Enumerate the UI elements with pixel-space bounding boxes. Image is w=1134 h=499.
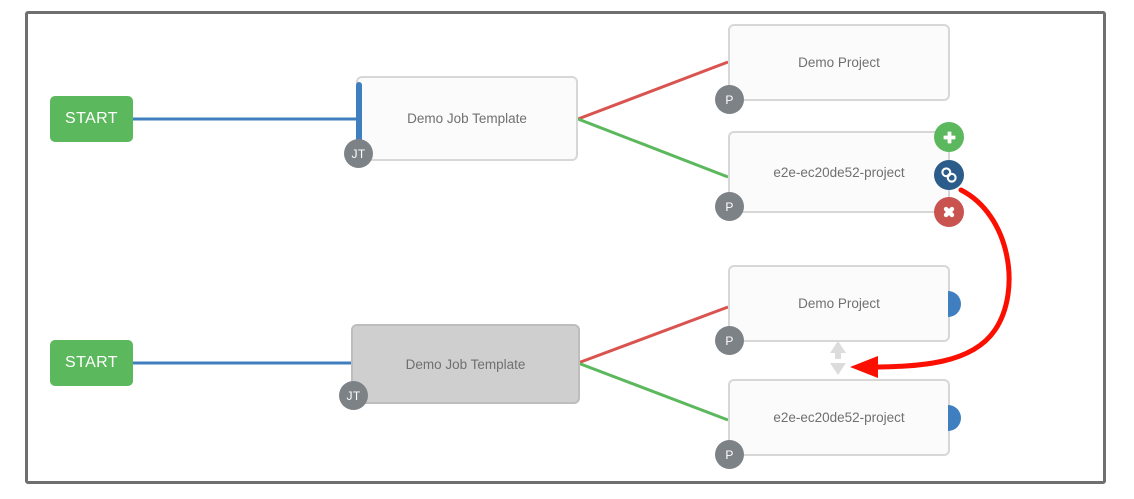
node-edge-handle-e2e-project[interactable]	[948, 405, 961, 431]
delete-node-button[interactable]	[934, 197, 964, 227]
badge-text: P	[725, 333, 734, 348]
badge-text: P	[725, 447, 734, 462]
link-node-button[interactable]	[934, 160, 964, 190]
badge-e2e-project-bottom: P	[715, 440, 744, 469]
badge-job-template-bottom: JT	[339, 381, 368, 410]
badge-text: P	[725, 92, 734, 107]
node-e2e-project-top[interactable]: e2e-ec20de52-project	[728, 131, 950, 213]
node-label: Demo Job Template	[407, 111, 527, 126]
node-label: e2e-ec20de52-project	[773, 410, 905, 425]
badge-e2e-project-top: P	[715, 192, 744, 221]
node-label: Demo Project	[798, 55, 880, 70]
plus-icon	[941, 129, 958, 146]
node-label: Demo Job Template	[405, 356, 526, 372]
node-demo-project-top[interactable]: Demo Project	[728, 24, 950, 101]
node-job-template-bottom[interactable]: Demo Job Template	[351, 324, 580, 404]
node-label: Demo Project	[798, 296, 880, 311]
start-node-label: START	[65, 354, 118, 371]
badge-text: P	[725, 199, 734, 214]
node-job-template-top[interactable]: Demo Job Template	[356, 76, 578, 161]
node-demo-project-bottom[interactable]: Demo Project	[728, 265, 950, 342]
badge-demo-project-bottom: P	[715, 326, 744, 355]
badge-text: JT	[351, 146, 366, 161]
start-node-bottom[interactable]: START	[50, 340, 133, 386]
start-node-top[interactable]: START	[50, 96, 133, 142]
node-active-indicator	[356, 82, 362, 155]
add-node-button[interactable]	[934, 122, 964, 152]
node-edge-handle-demo-project[interactable]	[948, 291, 961, 317]
badge-text: JT	[346, 388, 361, 403]
badge-demo-project-top: P	[715, 85, 744, 114]
node-e2e-project-bottom[interactable]: e2e-ec20de52-project	[728, 379, 950, 456]
badge-job-template-top: JT	[344, 139, 373, 168]
start-node-label: START	[65, 110, 118, 127]
node-label: e2e-ec20de52-project	[773, 164, 905, 180]
link-icon	[940, 166, 958, 184]
close-icon	[941, 204, 957, 220]
